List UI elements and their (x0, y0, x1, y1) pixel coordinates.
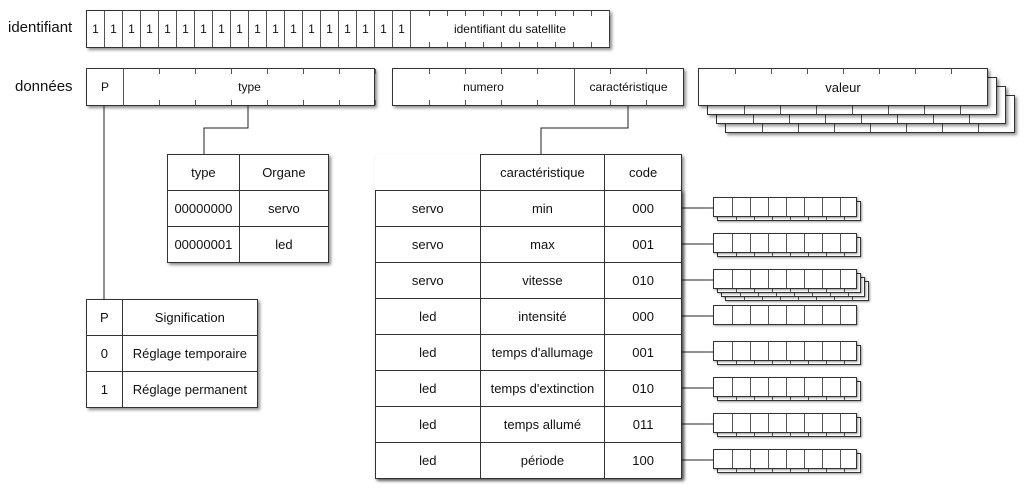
id-bit-cell: 1 (267, 11, 285, 47)
organe-cell: led (375, 334, 481, 371)
code-cell: 011 (604, 406, 682, 443)
caracteristique-cell: intensité (479, 298, 606, 335)
numero-caracteristique-field: numero caractéristique (392, 68, 684, 106)
value-byte-group (713, 449, 857, 469)
code-cell: 001 (604, 226, 682, 263)
organe-cell: led (375, 406, 481, 443)
id-bit-cell: 1 (195, 11, 213, 47)
code-cell: 000 (604, 190, 682, 227)
organe-cell: servo (375, 226, 481, 263)
caracteristique-cell: temps allumé (479, 406, 606, 443)
id-bit-cell: 1 (285, 11, 303, 47)
id-bit-cell: 1 (213, 11, 231, 47)
id-bit-cell: 1 (303, 11, 321, 47)
value-byte-group (713, 341, 857, 361)
id-bit-cell: 1 (159, 11, 177, 47)
valeur-layer: valeur (698, 68, 988, 106)
type-table-header-type: type (167, 154, 240, 191)
empty-header-cell (376, 155, 481, 191)
p-type-field: P type (86, 68, 412, 106)
id-bit-cell: 1 (105, 11, 123, 47)
id-bit-cell: 1 (141, 11, 159, 47)
code-cell: 010 (604, 262, 682, 299)
caracteristique-cell: max (479, 226, 606, 263)
id-bit-cell: 1 (87, 11, 105, 47)
id-bit-cell: 1 (321, 11, 339, 47)
organe-cell: servo (375, 190, 481, 227)
value-byte-group (713, 413, 857, 433)
caracteristique-cell: temps d'extinction (479, 370, 606, 407)
caracteristique-cell: min (479, 190, 606, 227)
p-table: P Signification 0 Réglage temporaire 1 R… (86, 299, 259, 408)
donnees-label: données (15, 78, 73, 95)
signification-cell: Réglage permanent (121, 371, 259, 408)
caracteristique-field-label: caractéristique (589, 80, 668, 94)
organe-cell: led (375, 442, 481, 479)
id-bit-cell: 1 (357, 11, 375, 47)
type-table-header-organe: Organe (238, 154, 330, 191)
valeur-field-label: valeur (825, 79, 861, 95)
caracteristique-cell: vitesse (479, 262, 606, 299)
code-cell: 001 (604, 334, 682, 371)
type-code-cell: 00000000 (167, 190, 240, 227)
value-byte-group (713, 197, 857, 217)
id-bit-cell: 1 (177, 11, 195, 47)
type-table: type Organe 00000000 servo 00000001 led (167, 154, 330, 263)
id-bit-cell: 1 (231, 11, 249, 47)
type-field-label: type (238, 80, 261, 94)
value-byte-group (713, 233, 857, 253)
code-cell: 000 (604, 298, 682, 335)
char-table-header-code: code (604, 154, 682, 191)
caracteristique-cell: temps d'allumage (479, 334, 606, 371)
organe-cell: led (375, 370, 481, 407)
signification-cell: Réglage temporaire (121, 335, 259, 372)
p-value-cell: 1 (86, 371, 123, 408)
p-value-cell: 0 (86, 335, 123, 372)
organe-cell: led (375, 298, 481, 335)
organe-cell: led (238, 226, 330, 263)
organe-cell: servo (238, 190, 330, 227)
organe-cell: servo (375, 262, 481, 299)
code-cell: 100 (604, 442, 682, 479)
p-field-label: P (100, 80, 109, 94)
satellite-id-label: identifiant du satellite (453, 22, 567, 36)
value-byte-group (713, 269, 857, 289)
p-table-header-p: P (86, 299, 123, 336)
id-bit-cell: 1 (393, 11, 411, 47)
code-cell: 010 (604, 370, 682, 407)
id-bit-cell: 1 (249, 11, 267, 47)
p-table-header-signification: Signification (121, 299, 259, 336)
id-bit-cell: 1 (339, 11, 357, 47)
numero-field-label: numero (463, 80, 504, 94)
type-code-cell: 00000001 (167, 226, 240, 263)
caracteristique-cell: période (479, 442, 606, 479)
value-byte-group (713, 305, 857, 325)
id-bit-cell: 1 (123, 11, 141, 47)
identifiant-label: identifiant (8, 19, 73, 36)
value-byte-group (713, 377, 857, 397)
char-table-header-caracteristique: caractéristique (479, 154, 606, 191)
id-bit-cell: 1 (375, 11, 393, 47)
